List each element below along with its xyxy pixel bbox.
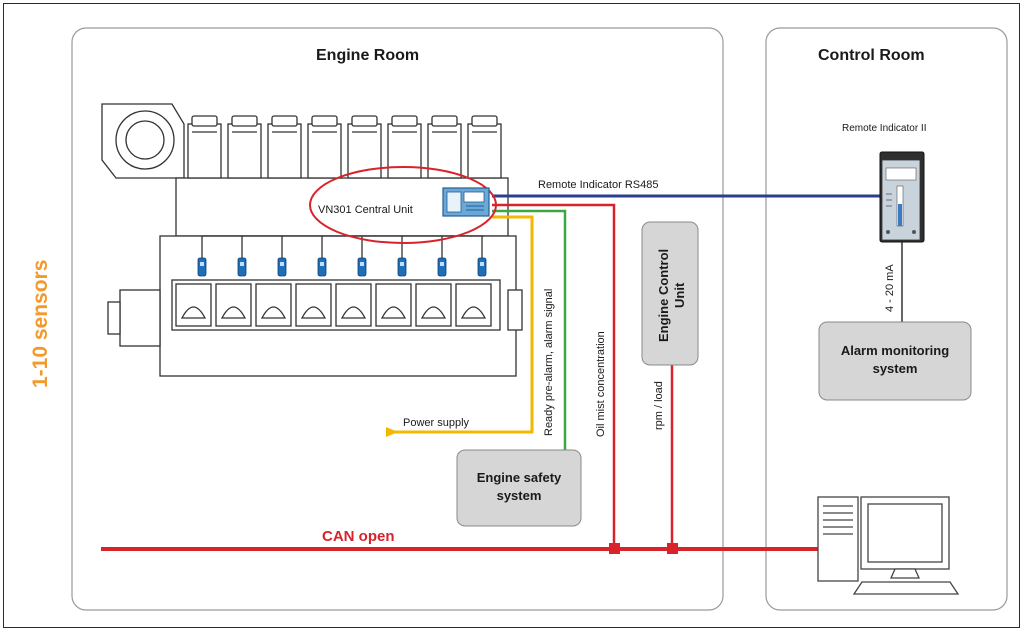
oil-mist-sensors: [197, 236, 487, 277]
crankcase-doors: [175, 283, 492, 327]
crankcase-door: [375, 283, 412, 327]
sensor-range-label: 1-10 sensors: [29, 260, 52, 388]
power-arrow-icon: [386, 427, 398, 437]
engine-room-panel: [71, 27, 724, 611]
central-unit-label: VN301 Central Unit: [318, 204, 413, 216]
ready-alarm-line: [492, 209, 567, 450]
oil-mist-sensor: [277, 236, 287, 277]
rpm-load-label: rpm / load: [653, 381, 665, 430]
engine-control-unit-line-1: Engine Control: [656, 249, 671, 342]
can-node-oil-mist: [609, 543, 620, 554]
crankcase-door: [215, 283, 252, 327]
oil-mist-sensor: [477, 236, 487, 277]
oil-mist-sensor: [237, 236, 247, 277]
cylinder-head: [387, 115, 422, 179]
remote-indicator-label: Remote Indicator II: [842, 123, 926, 134]
cylinder-head: [267, 115, 302, 179]
oil-mist-label: Oil mist concentration: [595, 331, 607, 437]
cylinder-head: [467, 115, 502, 179]
engine-room-title: Engine Room: [316, 47, 419, 64]
control-room-panel: [765, 27, 1008, 611]
cylinder-head: [227, 115, 262, 179]
can-open-label: CAN open: [322, 528, 395, 545]
remote-indicator-icon: [879, 151, 925, 243]
central-unit-device-icon: [442, 187, 490, 217]
diagram-frame: [3, 3, 1020, 628]
crankcase-door: [255, 283, 292, 327]
cylinder-head: [187, 115, 222, 179]
crankcase-door: [415, 283, 452, 327]
crankcase-door: [295, 283, 332, 327]
can-node-rpm: [667, 543, 678, 554]
ready-alarm-label: Ready pre-alarm, alarm signal: [543, 289, 555, 436]
power-supply-line: [386, 215, 534, 434]
alarm-monitoring-box: [818, 321, 972, 401]
crankcase-door: [335, 283, 372, 327]
oil-mist-sensor: [197, 236, 207, 277]
oil-mist-line: [492, 203, 616, 551]
engine-safety-line-2: system: [497, 488, 542, 503]
engine-safety-system-box: [456, 449, 582, 527]
control-room-title: Control Room: [818, 47, 925, 64]
cylinder-head: [307, 115, 342, 179]
engine-control-unit-line-2: Unit: [672, 282, 687, 308]
cylinder-heads: [187, 115, 502, 179]
rs485-label: Remote Indicator RS485: [538, 179, 658, 191]
current-label: 4 - 20 mA: [884, 264, 896, 312]
crankcase-door: [175, 283, 212, 327]
alarm-monitoring-line-2: system: [873, 361, 918, 376]
central-unit-highlight: [309, 166, 497, 244]
alarm-monitoring-line-1: Alarm monitoring: [841, 343, 949, 358]
crankcase-door: [455, 283, 492, 327]
oil-mist-sensor: [397, 236, 407, 277]
engine-control-unit-box: [641, 221, 699, 366]
power-supply-label: Power supply: [403, 417, 470, 429]
computer-workstation-icon: [817, 496, 960, 595]
oil-mist-sensor: [317, 236, 327, 277]
engine-safety-line-1: Engine safety: [477, 470, 562, 485]
